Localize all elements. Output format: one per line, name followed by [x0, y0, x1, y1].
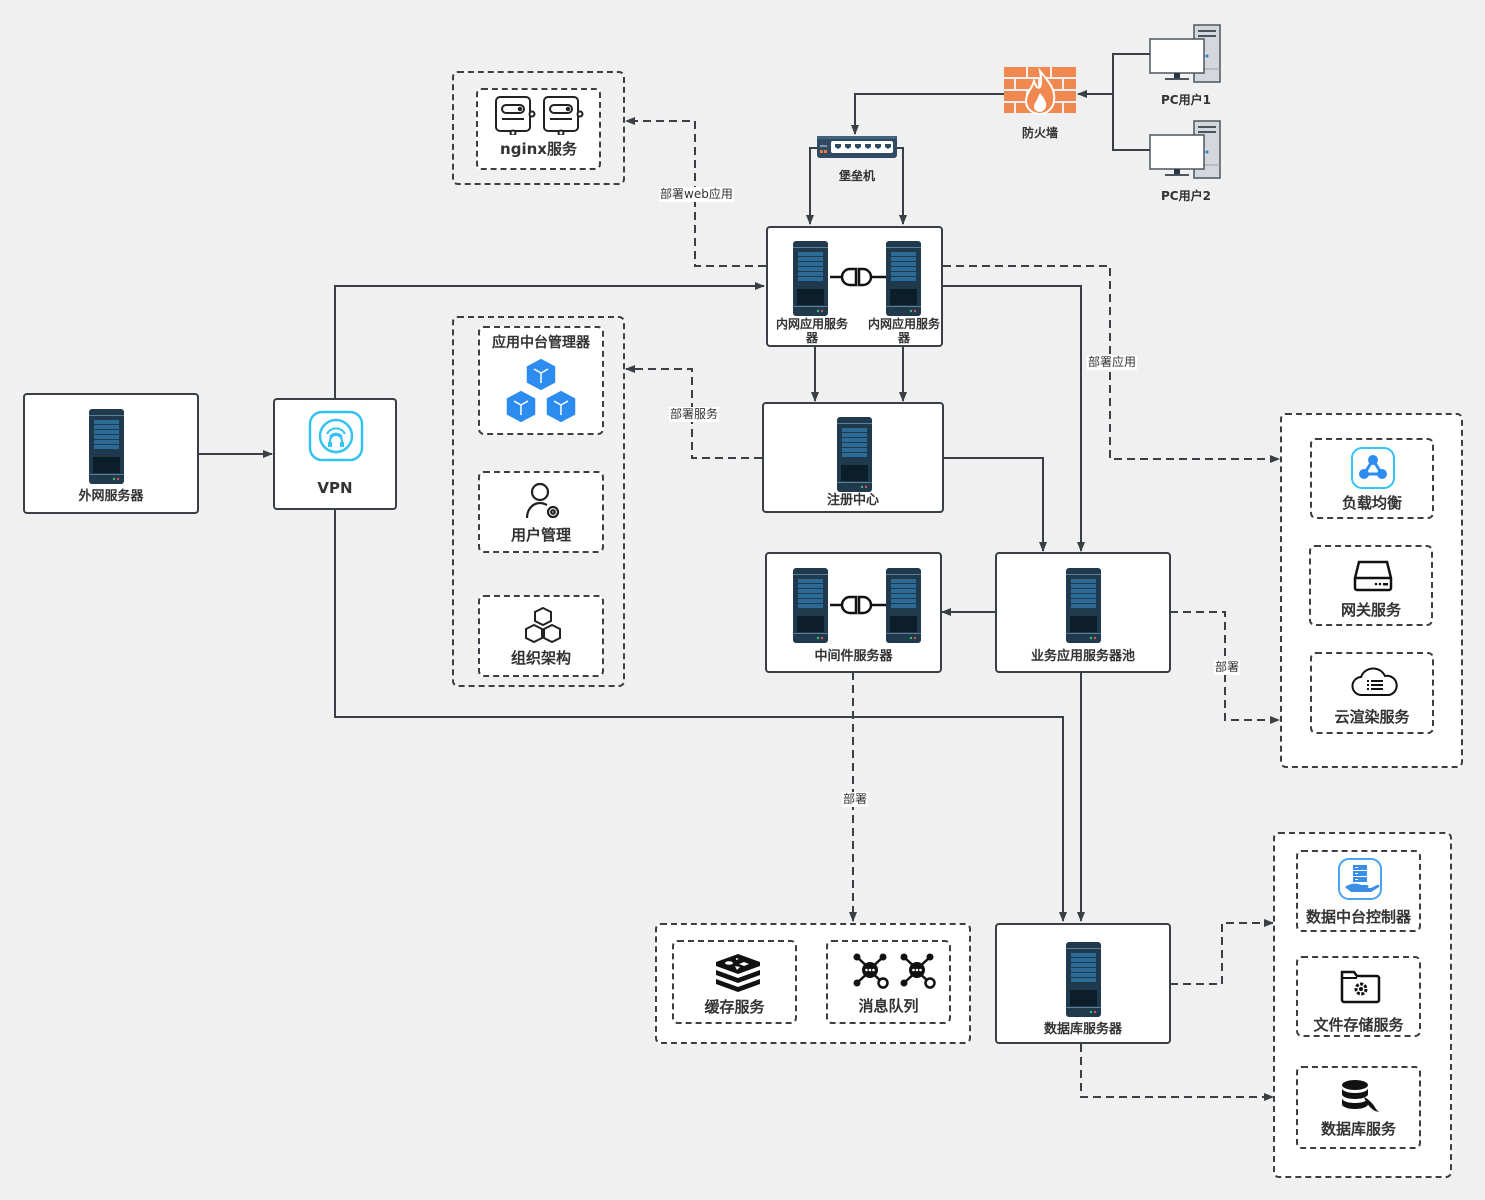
- network-switch-icon: [817, 136, 897, 158]
- edge-label-deploy-middleware: 部署: [842, 792, 869, 807]
- gateway-service[interactable]: 网关服务: [1309, 545, 1433, 626]
- file-storage-label: 文件存储服务: [1313, 1016, 1404, 1034]
- edge-bastion-server-b: [896, 147, 907, 225]
- edge-label-deploy-service: 部署服务: [669, 407, 720, 422]
- rack-server-icon: [89, 409, 124, 484]
- middleware-servers-label: 中间件服务器: [814, 649, 893, 664]
- gateway-service-label: 网关服务: [1340, 601, 1401, 619]
- org-structure[interactable]: 组织架构: [478, 595, 604, 677]
- message-queue-icon: [853, 953, 936, 989]
- desktop-computer-icon: [1149, 24, 1221, 83]
- bastion-host[interactable]: [817, 136, 897, 160]
- edge-pc2-firewall: [1112, 94, 1150, 151]
- edge-label-deploy-web: 部署web应用: [659, 187, 734, 202]
- external-server[interactable]: 外网服务器: [23, 393, 199, 514]
- user-management[interactable]: 用户管理: [478, 471, 604, 553]
- message-queue-label: 消息队列: [858, 997, 919, 1015]
- rack-server-icon: [886, 241, 921, 316]
- nginx-group[interactable]: [452, 71, 625, 185]
- platform-group[interactable]: [452, 316, 625, 687]
- edge-pc1-firewall: [1077, 53, 1150, 98]
- edge-vpn-intranet: [334, 282, 765, 398]
- rack-server-icon: [886, 568, 921, 643]
- firewall-label: 防火墙: [1021, 126, 1058, 140]
- edge-vpn-database: [334, 508, 1067, 922]
- cubes-icon: [505, 357, 577, 424]
- boxes-icon: [525, 606, 561, 644]
- intranet-server-b-label: 内网应用服务器: [868, 317, 941, 345]
- bastion-label: 堡垒机: [838, 169, 875, 183]
- registry-center[interactable]: 注册中心: [762, 402, 944, 513]
- edge-intranet-business: [943, 285, 1085, 552]
- pc-user-2[interactable]: [1148, 120, 1224, 180]
- edge-label-deploy-app: 部署应用: [1087, 355, 1138, 370]
- data-controller-icon: [1338, 858, 1382, 900]
- edge-database-dbservice: [1080, 1044, 1274, 1101]
- plug-connector-icon: [830, 595, 886, 615]
- redis-stack-icon: [716, 954, 760, 992]
- desktop-computer-icon: [1149, 120, 1221, 179]
- registry-center-label: 注册中心: [826, 493, 879, 508]
- vpn-label: VPN: [317, 479, 353, 497]
- vpn[interactable]: VPN: [273, 398, 397, 510]
- business-app-pool-label: 业务应用服务器池: [1030, 649, 1135, 664]
- edge-database-datactrl: [1170, 919, 1274, 985]
- firewall[interactable]: [1004, 67, 1076, 119]
- user-management-label: 用户管理: [510, 526, 571, 544]
- firewall-icon: [1004, 67, 1076, 116]
- app-platform-manager[interactable]: 应用中台管理器: [478, 326, 604, 435]
- app-platform-manager-label: 应用中台管理器: [492, 335, 590, 351]
- pc-user-1[interactable]: [1148, 24, 1224, 84]
- rack-server-icon: [793, 241, 828, 316]
- data-platform-controller-label: 数据中台控制器: [1305, 908, 1411, 926]
- vpn-headset-icon: [308, 410, 364, 462]
- database-server[interactable]: 数据库服务器: [995, 923, 1171, 1044]
- plug-connector-icon: [830, 267, 886, 287]
- database-server-label: 数据库服务器: [1043, 1022, 1122, 1037]
- edge-bastion-server-a: [806, 147, 819, 225]
- pc-user-2-label: PC用户2: [1161, 189, 1211, 203]
- edge-registry-business: [943, 457, 1047, 552]
- database-service[interactable]: 数据库服务: [1296, 1066, 1421, 1149]
- nginx-server-icon: [495, 96, 584, 135]
- rack-server-icon: [1066, 942, 1101, 1017]
- cloud-list-icon: [1351, 667, 1398, 697]
- intranet-app-servers[interactable]: 内网应用服务器 内网应用服务器: [766, 226, 943, 347]
- nginx-service[interactable]: nginx服务: [476, 88, 601, 170]
- nginx-service-label: nginx服务: [500, 140, 577, 158]
- user-gear-icon: [525, 482, 560, 519]
- gateway-device-icon: [1353, 560, 1393, 592]
- database-service-label: 数据库服务: [1320, 1120, 1396, 1138]
- database-icon: [1342, 1080, 1379, 1112]
- org-structure-label: 组织架构: [510, 649, 571, 667]
- cloud-rendering-label: 云渲染服务: [1334, 708, 1410, 726]
- pc-user-1-label: PC用户1: [1161, 93, 1211, 107]
- cache-service-label: 缓存服务: [704, 998, 765, 1016]
- message-queue[interactable]: 消息队列: [826, 940, 951, 1024]
- data-platform-controller[interactable]: 数据中台控制器: [1296, 850, 1421, 932]
- intranet-server-a-label: 内网应用服务器: [776, 317, 849, 345]
- rack-server-icon: [837, 417, 872, 492]
- rack-server-icon: [1066, 568, 1101, 643]
- load-balancing[interactable]: 负载均衡: [1310, 438, 1434, 519]
- edge-firewall-bastion: [851, 93, 1005, 135]
- cache-service[interactable]: 缓存服务: [672, 940, 797, 1024]
- rack-server-icon: [793, 568, 828, 643]
- edge-label-deploy-right: 部署: [1214, 660, 1241, 675]
- middleware-servers[interactable]: 中间件服务器: [765, 552, 942, 673]
- cloud-rendering-service[interactable]: 云渲染服务: [1310, 652, 1434, 734]
- business-app-server-pool[interactable]: 业务应用服务器池: [995, 552, 1171, 673]
- load-balance-icon: [1351, 447, 1395, 489]
- folder-gear-icon: [1340, 970, 1381, 1004]
- external-server-label: 外网服务器: [78, 489, 144, 504]
- file-storage-service[interactable]: 文件存储服务: [1296, 956, 1421, 1037]
- load-balancing-label: 负载均衡: [1341, 494, 1402, 512]
